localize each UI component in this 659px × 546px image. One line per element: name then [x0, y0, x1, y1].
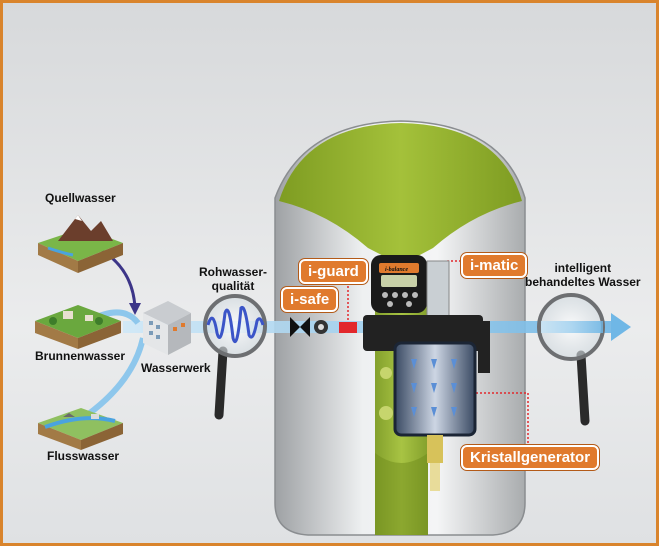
- crystal-generator-housing: [363, 315, 490, 491]
- tag-i-safe: i-safe: [281, 287, 339, 312]
- label-river-water: Flusswasser: [47, 449, 120, 463]
- tag-i-matic: i-matic: [461, 253, 528, 278]
- spring-terrain-icon: [38, 215, 123, 273]
- label-treated-water: intelligent behandeltes Wasser: [525, 261, 641, 289]
- waterworks-building-icon: [143, 301, 191, 355]
- label-raw-water-quality: Rohwasser- qualität: [199, 265, 268, 293]
- treated-water-magnifier: [537, 293, 605, 426]
- label-spring-water: Quellwasser: [45, 191, 116, 205]
- i-guard-sensor-icon: [339, 322, 357, 333]
- diagram-art: i-balance: [35, 120, 631, 536]
- river-terrain-icon: [38, 408, 123, 450]
- spring-arrow-head: [129, 303, 141, 315]
- label-waterworks: Wasserwerk: [141, 361, 211, 375]
- control-head: [371, 255, 427, 313]
- i-safe-valve-icon: [290, 317, 328, 337]
- i-matic-module: [426, 260, 450, 324]
- raw-water-magnifier: [203, 294, 267, 420]
- tag-crystal-generator: Kristallgenerator: [461, 445, 600, 470]
- display-brand-text: i-balance: [385, 267, 408, 273]
- label-well-water: Brunnenwasser: [35, 349, 126, 363]
- well-terrain-icon: [35, 305, 121, 349]
- tag-i-guard: i-guard: [299, 259, 368, 284]
